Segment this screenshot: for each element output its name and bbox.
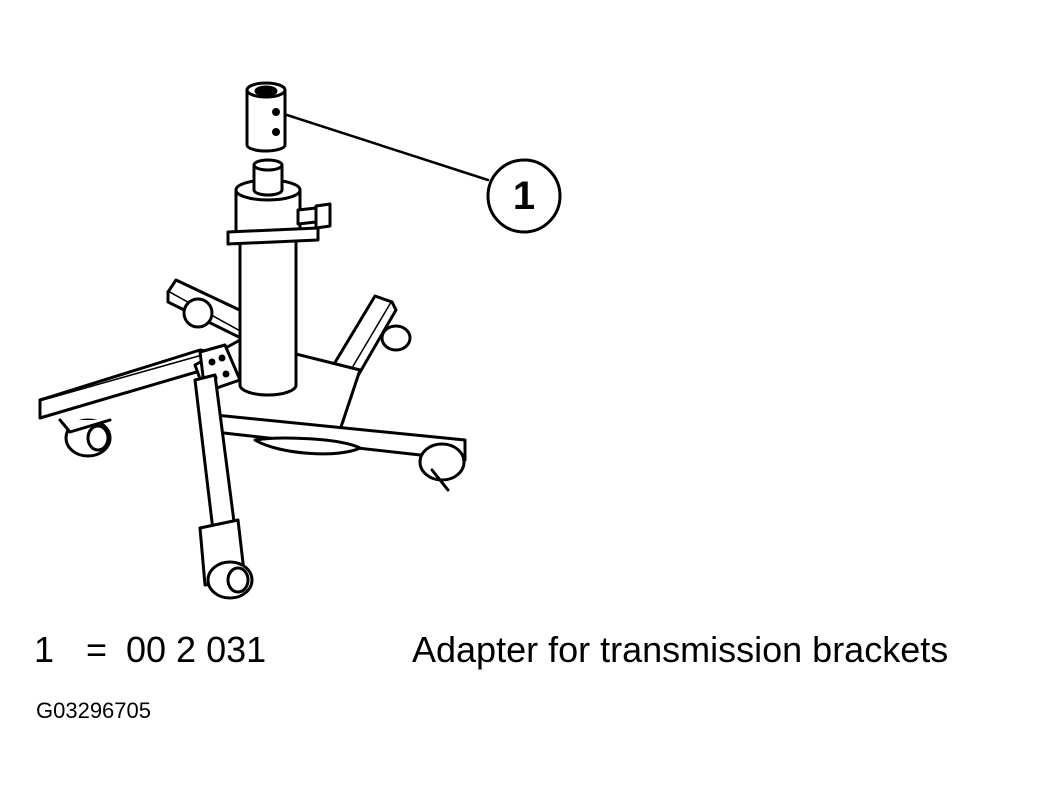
legend-part-number: 00 2 031 — [126, 629, 267, 670]
jack-column — [226, 158, 332, 397]
callout-leader-line — [285, 113, 490, 182]
leg-front-right — [213, 413, 467, 492]
callout-circle — [486, 158, 562, 234]
legend-item-number: 1 — [34, 629, 55, 670]
legend-equals: = — [86, 629, 108, 670]
figure-id: G03296705 — [36, 698, 151, 723]
leg-front-left — [38, 348, 212, 458]
adapter-part — [245, 81, 287, 153]
callout-number: 1 — [512, 174, 536, 218]
leg-front — [193, 373, 254, 600]
legend-description: Adapter for transmission brackets — [412, 629, 949, 670]
